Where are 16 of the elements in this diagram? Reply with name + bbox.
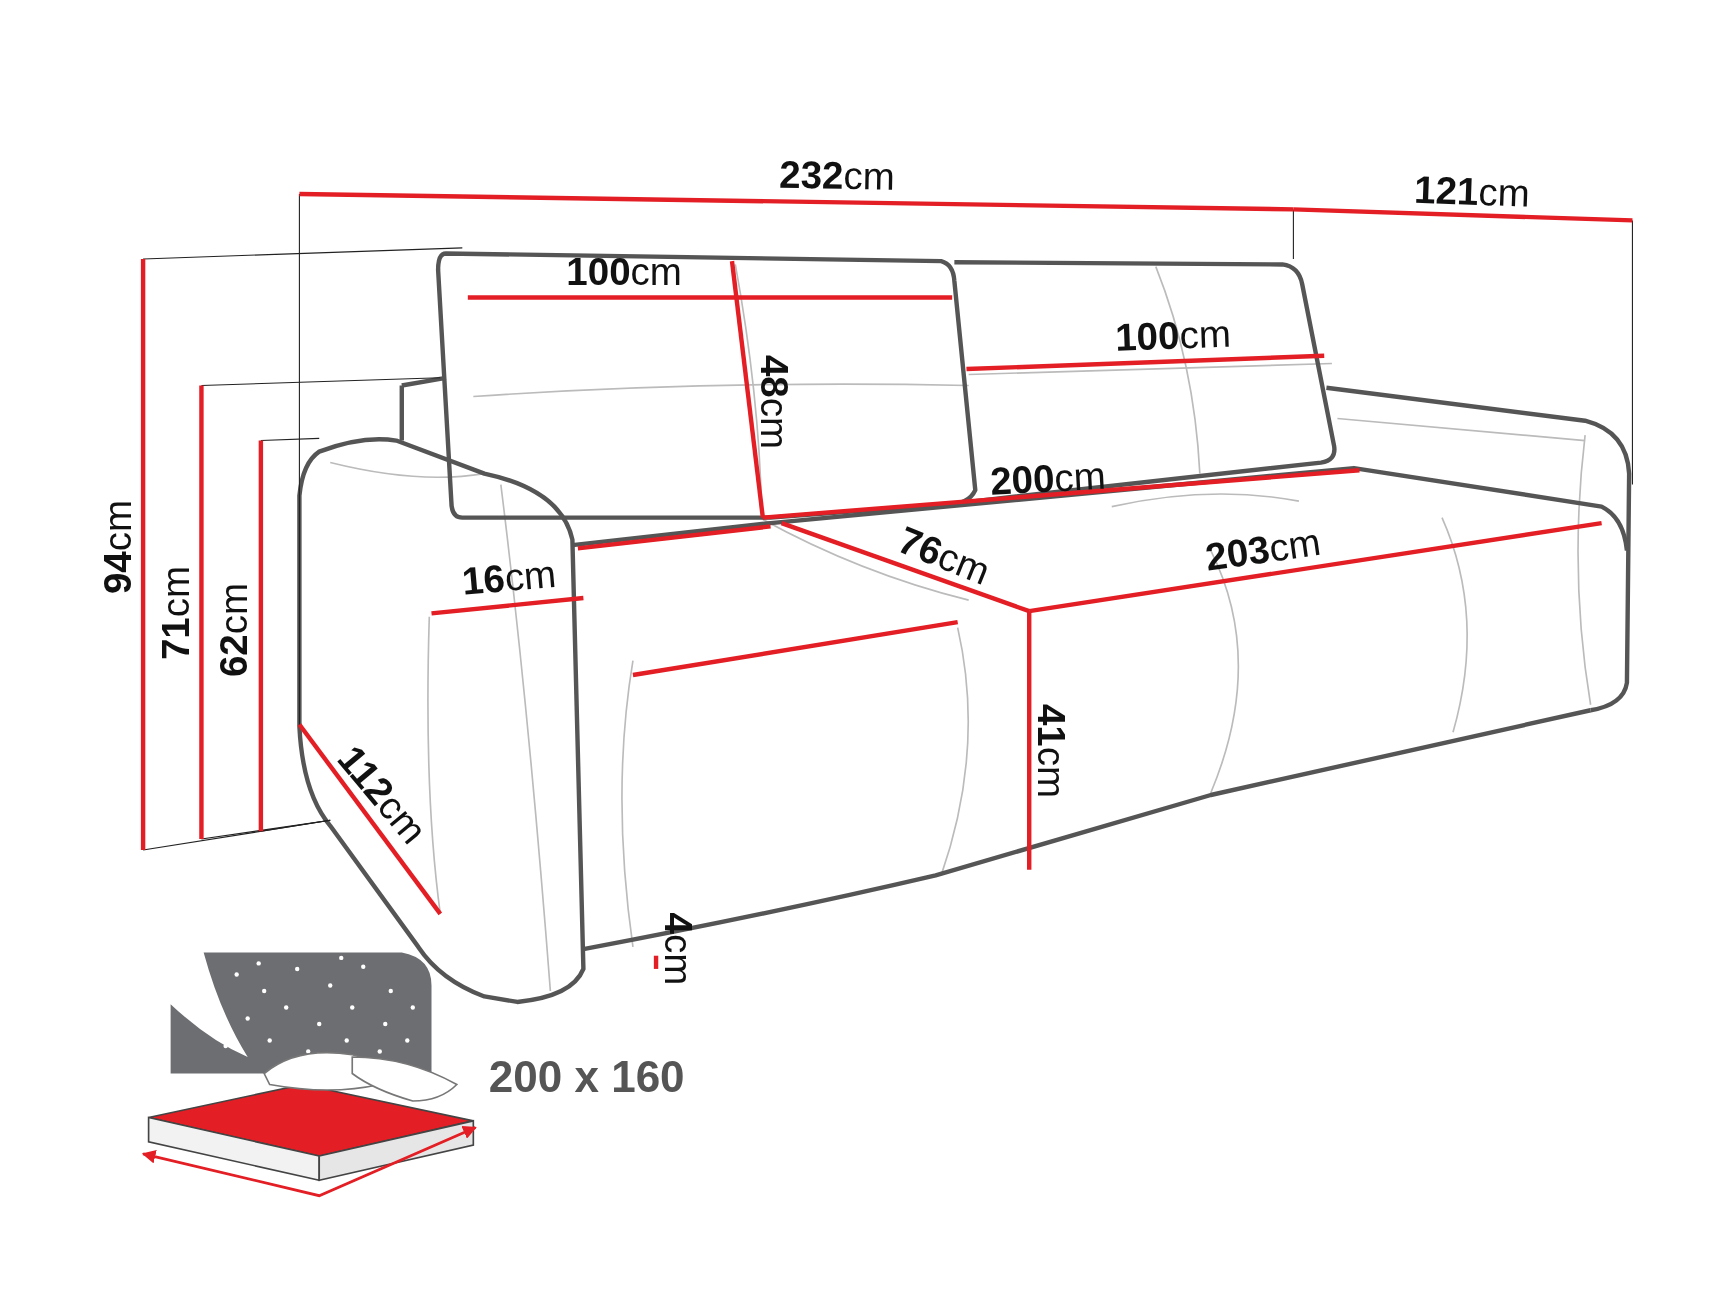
dimension-label: 203cm [1202,523,1323,578]
dimension-label: 100cm [1114,314,1232,357]
dimension-label: 112cm [330,738,434,851]
dimension-label: 200cm [989,456,1107,502]
dimension-label: 121cm [1413,170,1531,213]
dimension-label: 41cm [1031,703,1071,798]
dimension-label: 48cm [754,354,794,449]
dimension-label: 94cm [98,500,138,595]
dimension-label: 4cm [658,912,698,986]
dimension-label: 62cm [215,582,254,677]
dimension-label: 100cm [566,252,682,292]
dimension-label: 76cm [893,520,996,592]
dimension-label: 71cm [156,566,196,661]
dimension-label: 232cm [778,155,895,197]
bed-size-label: 200 x 160 [488,1054,685,1099]
dimension-label: 16cm [459,554,558,602]
